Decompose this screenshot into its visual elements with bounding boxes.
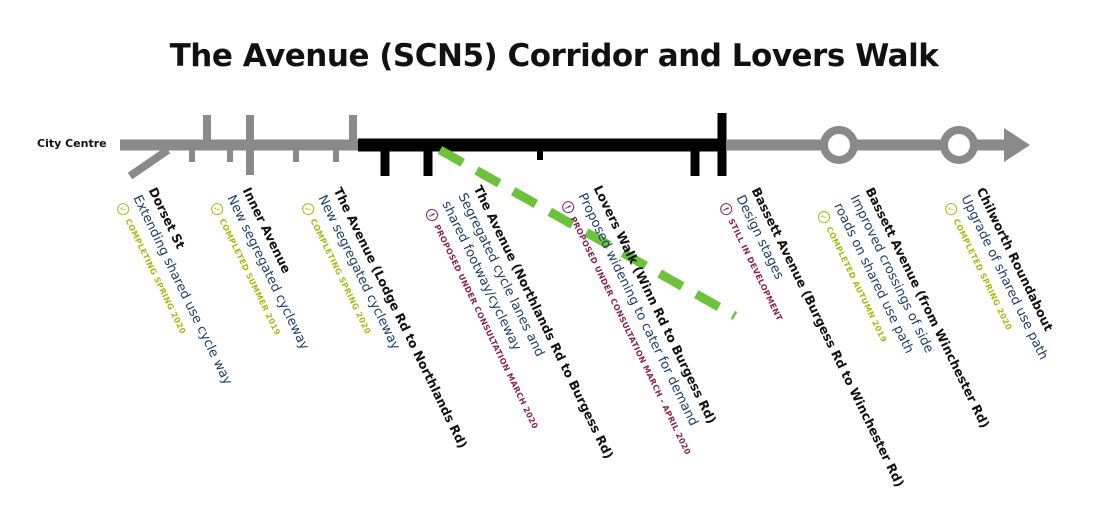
corridor-diagram: The Avenue (SCN5) Corridor and Lovers Wa… [37, 38, 1057, 489]
city-centre-label: City Centre [37, 137, 107, 150]
dorset-st-spur [127, 146, 171, 180]
route-arrow-head [1004, 128, 1030, 162]
roundabout-chilworth [940, 126, 978, 164]
diagram-title: The Avenue (SCN5) Corridor and Lovers Wa… [169, 38, 939, 74]
lovers-walk-dashed-route [437, 146, 738, 320]
roundabout-bassett [820, 126, 858, 164]
route-line-graphic [120, 113, 1030, 320]
